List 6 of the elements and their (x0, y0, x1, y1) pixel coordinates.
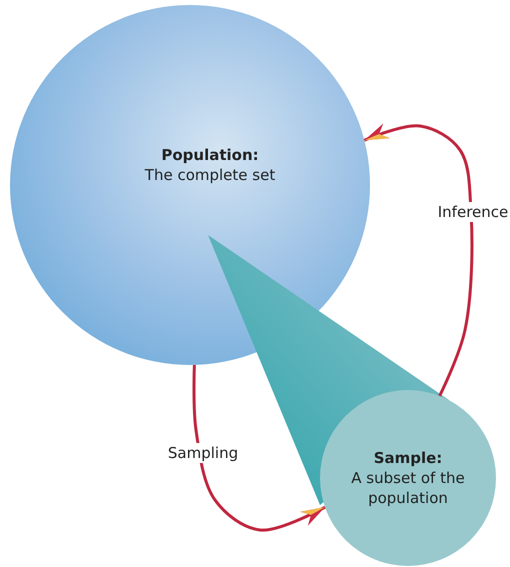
node-heading: Population: (161, 144, 259, 165)
node-text: A subset of the population (350, 468, 466, 508)
node-text: The complete set (144, 165, 276, 186)
arrow (364, 124, 474, 397)
node-heading: Sample: (374, 448, 442, 468)
arrow (192, 364, 326, 532)
